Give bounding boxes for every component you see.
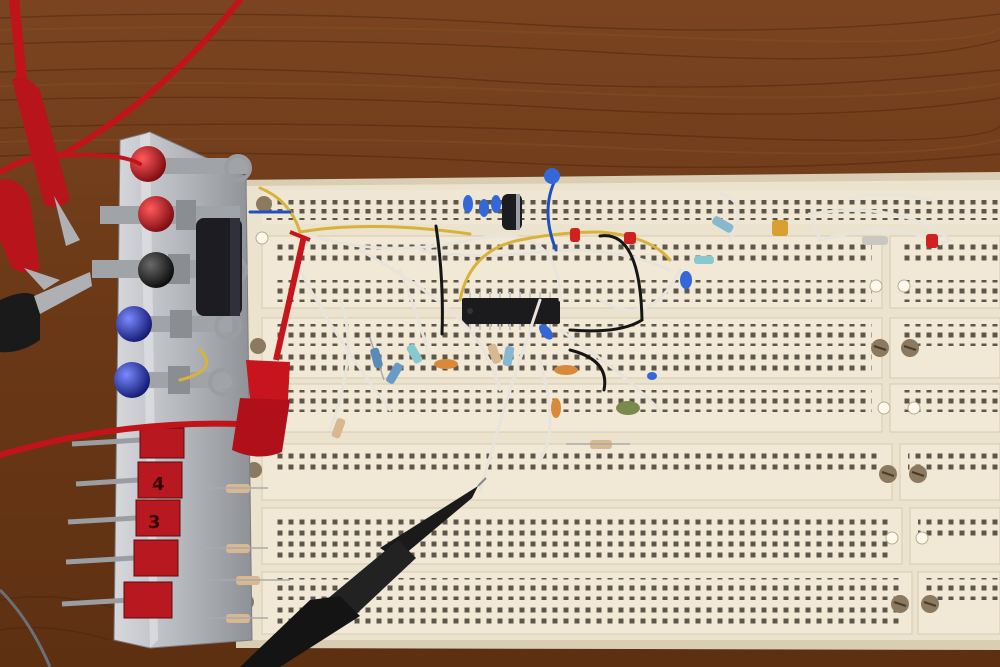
blue-wires xyxy=(248,176,558,252)
toggle-switch-icon xyxy=(71,427,185,459)
terminal-strip-5 xyxy=(261,507,1000,565)
electrolytic-capacitor-large-icon xyxy=(196,218,242,316)
red-hook-probe-icon xyxy=(232,230,311,457)
top-power-bus xyxy=(262,190,1000,224)
resistor-icon xyxy=(386,362,403,384)
binding-posts xyxy=(92,146,252,398)
toggle-switches: 4 3 xyxy=(61,427,185,619)
led-red-icon xyxy=(570,228,938,248)
resistor-icon xyxy=(694,256,714,264)
toggle-switch-icon xyxy=(67,499,181,537)
resistor-icon xyxy=(369,337,385,381)
resistor-icon xyxy=(208,576,290,585)
resistor-icon xyxy=(712,216,734,233)
switch-marking-2: 4 xyxy=(152,474,165,495)
jumper-wires xyxy=(178,176,953,494)
alligator-clip-red-icon xyxy=(0,179,60,290)
terminal-strip-3 xyxy=(261,383,1000,433)
resistor-icon xyxy=(566,440,630,449)
toggle-switch-icon xyxy=(61,581,173,619)
switch-marking-4: 3 xyxy=(148,512,161,533)
resistor-icon xyxy=(200,544,268,553)
resistor-icon xyxy=(200,614,268,623)
mounting-screws xyxy=(238,196,939,613)
ceramic-capacitor-green-icon xyxy=(616,401,640,415)
binding-post-red-1-icon xyxy=(130,146,252,182)
electrolytic-capacitor-small-icon xyxy=(502,194,522,230)
resistor-icon xyxy=(502,345,515,367)
terminal-strip-2 xyxy=(261,317,1000,379)
alligator-clip-black-icon xyxy=(0,272,92,353)
ceramic-capacitor-orange-icon xyxy=(434,220,788,418)
white-wires xyxy=(298,192,953,494)
black-probe-icon xyxy=(240,477,487,667)
resistor-icon xyxy=(331,418,346,439)
gray-cable xyxy=(0,588,52,667)
terminal-strip-4 xyxy=(261,443,1000,501)
terminal-strip-1 xyxy=(261,235,1000,309)
resistor-icon xyxy=(487,343,502,364)
alligator-clip-red-icon xyxy=(12,76,80,246)
resistor-icon xyxy=(200,484,268,493)
toggle-switch-icon xyxy=(75,461,183,499)
toggle-switch-icon xyxy=(65,539,179,577)
black-wires xyxy=(434,224,644,392)
ceramic-capacitor-blue-icon xyxy=(463,168,692,380)
resistor-icon xyxy=(406,343,423,364)
terminal-strip-6 xyxy=(261,571,1000,635)
resistor-icon xyxy=(862,236,888,245)
components xyxy=(200,168,938,623)
